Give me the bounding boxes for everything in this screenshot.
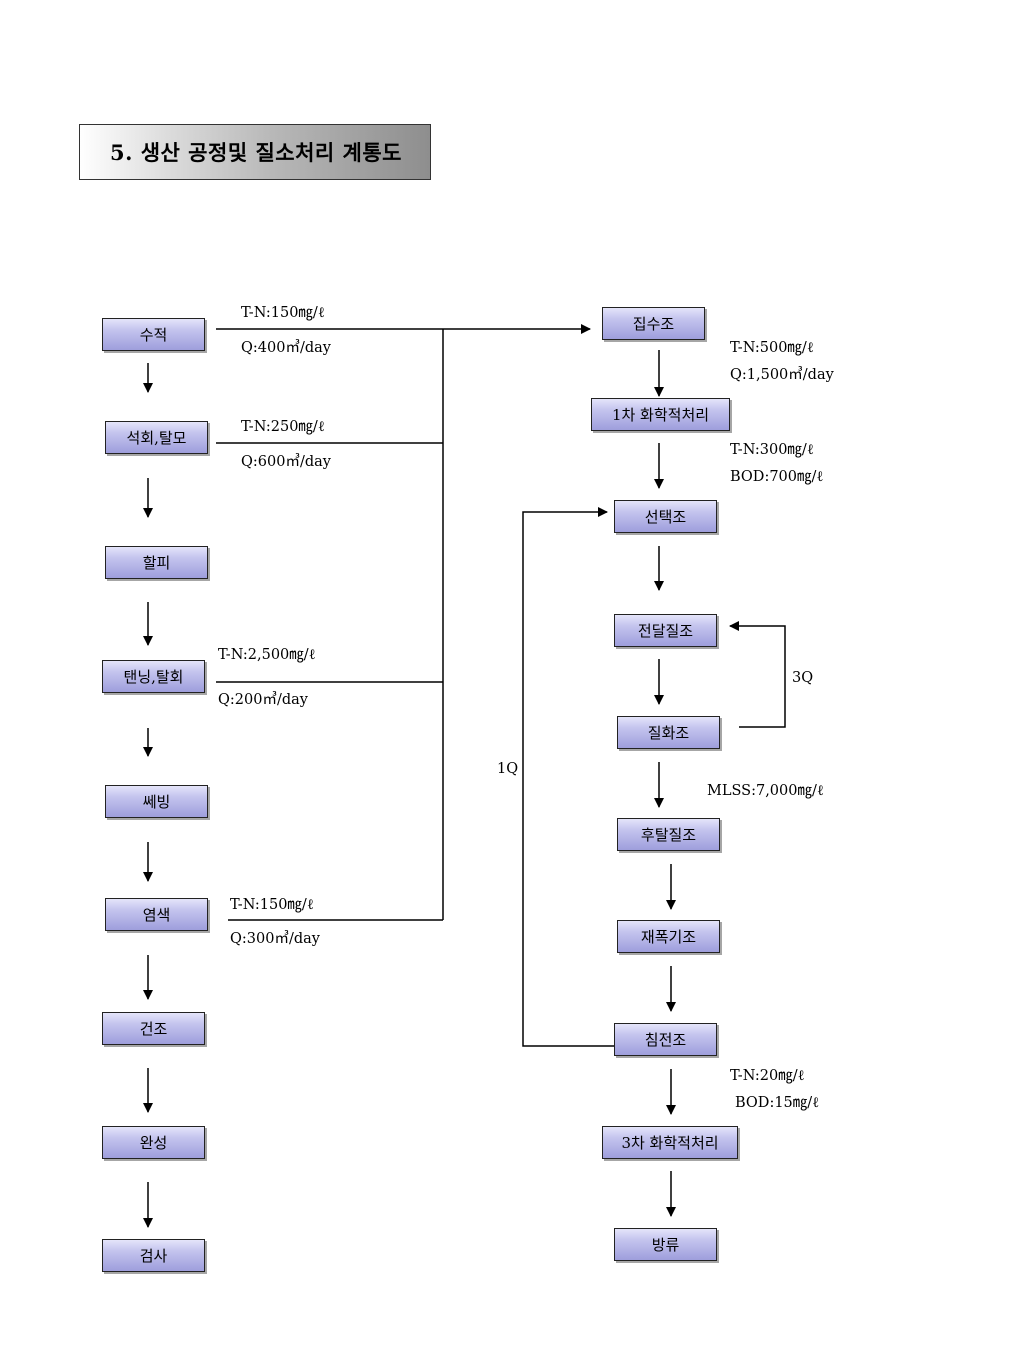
process-box-dyeing: 염색 bbox=[105, 898, 208, 931]
process-box-drying: 건조 bbox=[102, 1012, 205, 1045]
treatment-box-selector-tank: 선택조 bbox=[614, 500, 717, 533]
process-box-soaking: 수적 bbox=[102, 318, 205, 351]
treatment-label-bod: BOD:15㎎/ℓ bbox=[735, 1095, 820, 1111]
flow-label-q: Q:600㎥/day bbox=[241, 454, 331, 470]
page-title: 5. 생산 공정및 질소처리 계통도 bbox=[79, 124, 431, 180]
treatment-label-tn: T-N:20㎎/ℓ bbox=[730, 1068, 805, 1084]
flow-label-tn: T-N:150㎎/ℓ bbox=[230, 897, 314, 913]
flow-label-q: Q:300㎥/day bbox=[230, 931, 320, 947]
flow-label-q: Q:400㎥/day bbox=[241, 340, 331, 356]
treatment-label-bod: BOD:700㎎/ℓ bbox=[730, 469, 824, 485]
treatment-box-pre-denitrification: 전달질조 bbox=[614, 614, 717, 647]
treatment-label-mlss: MLSS:7,000㎎/ℓ bbox=[707, 783, 824, 799]
process-box-tanning: 탠닝,탈회 bbox=[102, 660, 205, 693]
recycle-1q-label: 1Q bbox=[497, 761, 519, 777]
flow-label-q: Q:200㎥/day bbox=[218, 692, 308, 708]
process-box-inspection: 검사 bbox=[102, 1239, 205, 1272]
flow-label-tn: T-N:250㎎/ℓ bbox=[241, 419, 325, 435]
recycle-3q-label: 3Q bbox=[792, 670, 814, 686]
treatment-label-tn: T-N:300㎎/ℓ bbox=[730, 442, 814, 458]
process-box-finishing: 완성 bbox=[102, 1126, 205, 1159]
treatment-label-q: Q:1,500㎥/day bbox=[730, 367, 834, 383]
treatment-box-discharge: 방류 bbox=[614, 1228, 717, 1261]
process-box-liming: 석회,탈모 bbox=[105, 421, 208, 454]
treatment-box-tertiary-chemical: 3차 화학적처리 bbox=[602, 1126, 738, 1159]
flow-label-tn: T-N:2,500㎎/ℓ bbox=[218, 647, 316, 663]
treatment-box-post-denitrification: 후탈질조 bbox=[617, 818, 720, 851]
treatment-box-nitrification: 질화조 bbox=[617, 716, 720, 749]
treatment-box-sedimentation: 침전조 bbox=[614, 1023, 717, 1056]
treatment-box-collection-tank: 집수조 bbox=[602, 307, 705, 340]
process-box-splitting: 할피 bbox=[105, 546, 208, 579]
recycle-3q-loop bbox=[729, 621, 786, 728]
flow-label-tn: T-N:150㎎/ℓ bbox=[241, 305, 325, 321]
recycle-1q-loop bbox=[522, 507, 615, 1047]
treatment-box-reaeration: 재폭기조 bbox=[617, 920, 720, 953]
treatment-label-tn: T-N:500㎎/ℓ bbox=[730, 340, 814, 356]
process-box-shaving: 쎄빙 bbox=[105, 785, 208, 818]
treatment-box-primary-chemical: 1차 화학적처리 bbox=[591, 398, 730, 431]
